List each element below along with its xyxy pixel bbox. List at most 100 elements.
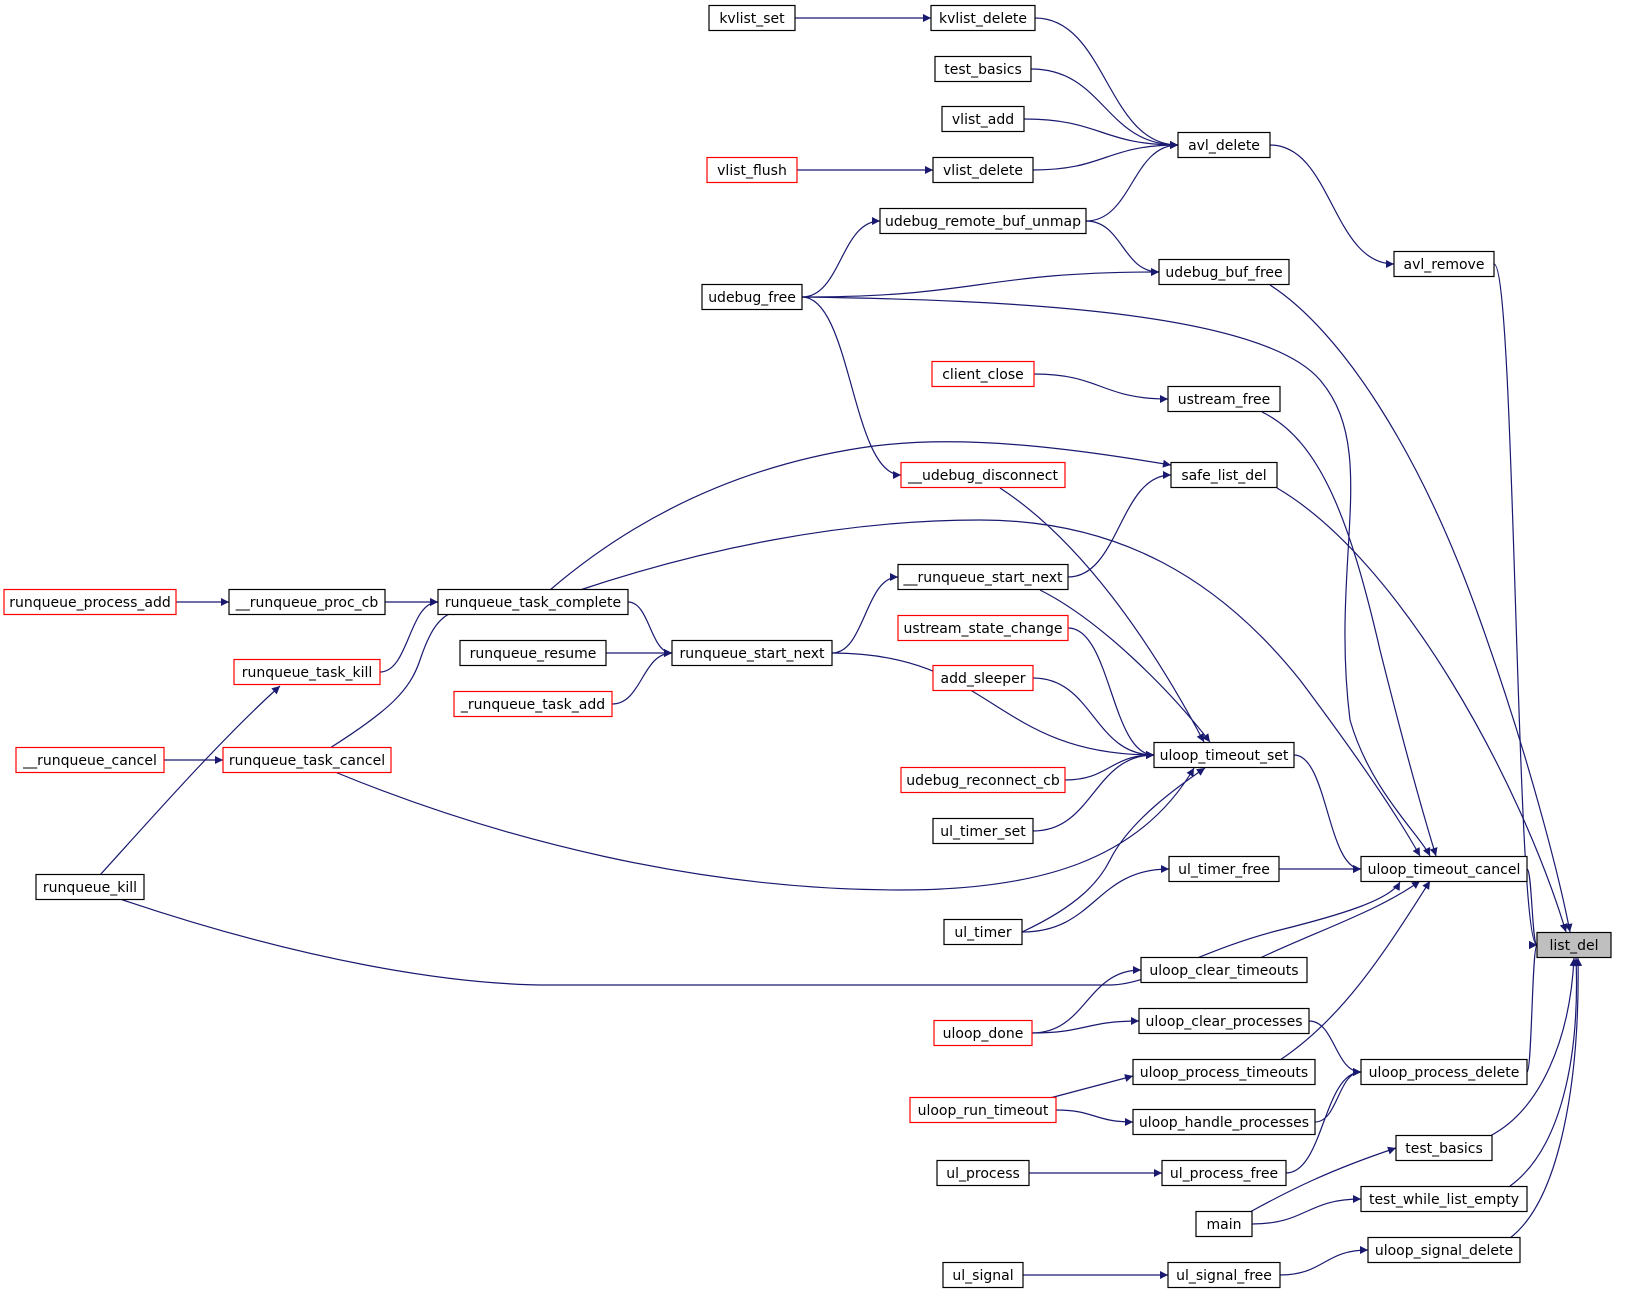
edge-path — [1085, 141, 1179, 222]
call-edge-vlist_add-to-avl_delete — [1023, 118, 1179, 149]
function-node-runqueue-resume[interactable]: runqueue_resume — [459, 639, 607, 667]
node-box — [909, 1096, 1057, 1124]
call-edge-avl_delete-to-avl_remove — [1269, 144, 1395, 268]
function-node-uloop-timeout-set[interactable]: uloop_timeout_set — [1153, 741, 1295, 769]
function-node-ul-process-free[interactable]: ul_process_free — [1161, 1159, 1287, 1187]
function-node-uloop-done[interactable]: uloop_done — [933, 1019, 1033, 1047]
node-box — [706, 156, 798, 184]
function-node-ul-signal[interactable]: ul_signal — [942, 1261, 1024, 1289]
function-node-avl-remove[interactable]: avl_remove — [1393, 250, 1495, 278]
node-label: _runqueue_task_add — [460, 697, 605, 713]
call-edge-ustream_free-to-uloop_timeout_cancel — [1261, 411, 1438, 857]
edge-path — [999, 487, 1205, 743]
node-box — [932, 664, 1034, 692]
function-node-uloop-process-delete[interactable]: uloop_process_delete — [1360, 1058, 1528, 1086]
node-label: main — [1207, 1217, 1242, 1233]
edge-path — [119, 881, 1401, 986]
function-node-ustream-state-change[interactable]: ustream_state_change — [897, 614, 1069, 642]
function-node-vlist-delete[interactable]: vlist_delete — [932, 156, 1034, 184]
function-node-ul-process[interactable]: ul_process — [936, 1159, 1030, 1187]
function-node-avl-delete[interactable]: avl_delete — [1177, 131, 1271, 159]
function-node-runqueue-task-cancel[interactable]: runqueue_task_cancel — [222, 746, 392, 774]
node-box — [1140, 956, 1308, 984]
node-box — [222, 746, 392, 774]
function-node-test-while-list-empty[interactable]: test_while_list_empty — [1360, 1185, 1528, 1213]
node-box — [1395, 1134, 1493, 1162]
function-node-udebug-reconnect-cb[interactable]: udebug_reconnect_cb — [900, 766, 1066, 794]
function-node-vlist-flush[interactable]: vlist_flush — [706, 156, 798, 184]
function-node-add-sleeper[interactable]: add_sleeper — [932, 664, 1034, 692]
node-box — [900, 461, 1066, 489]
function-node-udebug-disconnect[interactable]: __udebug_disconnect — [900, 461, 1066, 489]
function-node-runqueue-cancel[interactable]: __runqueue_cancel — [15, 746, 165, 774]
function-node-test-basics-1[interactable]: test_basics — [934, 55, 1032, 83]
node-box — [3, 588, 177, 616]
call-edge-udebug_remote_buf_unmap-to-udebug_buf_free — [1085, 220, 1160, 276]
call-edge-uloop_handle_processes-to-uloop_process_delete — [1314, 1068, 1362, 1123]
function-node-uloop-handle-processes[interactable]: uloop_handle_processes — [1132, 1108, 1316, 1136]
function-node-runqueue-proc-cb[interactable]: __runqueue_proc_cb — [228, 588, 386, 616]
node-label: ul_signal_free — [1176, 1268, 1272, 1284]
edge-path — [801, 268, 1160, 298]
function-node-runqueue-task-complete[interactable]: runqueue_task_complete — [437, 588, 629, 616]
function-node-uloop-signal-delete[interactable]: uloop_signal_delete — [1367, 1236, 1521, 1264]
function-node-uloop-clear-processes[interactable]: uloop_clear_processes — [1138, 1007, 1310, 1035]
function-node-runqueue-task-add[interactable]: _runqueue_task_add — [453, 690, 613, 718]
function-node-runqueue-task-kill[interactable]: runqueue_task_kill — [233, 658, 381, 686]
call-edge-runqueue_task_cancel-to-runqueue_task_complete — [329, 607, 461, 749]
function-node-ul-signal-free[interactable]: ul_signal_free — [1167, 1261, 1281, 1289]
node-box — [1393, 250, 1495, 278]
node-box — [701, 283, 803, 311]
node-label: kvlist_set — [719, 11, 785, 27]
node-box — [942, 1261, 1024, 1289]
edge-path — [1269, 284, 1573, 933]
call-edge-__runqueue_start_next-to-safe_list_del — [1067, 471, 1172, 578]
function-node-uloop-timeout-cancel[interactable]: uloop_timeout_cancel — [1360, 855, 1528, 883]
node-label: runqueue_task_cancel — [229, 753, 385, 769]
call-edge-uloop_clear_timeouts-to-uloop_timeout_cancel — [1259, 880, 1421, 959]
node-box — [453, 690, 613, 718]
edge-path — [1055, 1109, 1134, 1126]
node-label: ustream_state_change — [904, 621, 1063, 637]
edge-path — [1276, 487, 1568, 933]
function-node-udebug-buf-free[interactable]: udebug_buf_free — [1158, 258, 1290, 286]
function-node-safe-list-del[interactable]: safe_list_del — [1170, 461, 1278, 489]
function-node-kvlist-set[interactable]: kvlist_set — [708, 4, 796, 32]
function-node-test-basics-2[interactable]: test_basics — [1395, 1134, 1493, 1162]
function-node-ul-timer-free[interactable]: ul_timer_free — [1168, 855, 1280, 883]
function-node-main[interactable]: main — [1195, 1210, 1253, 1238]
function-node-client-close[interactable]: client_close — [931, 360, 1035, 388]
node-label: runqueue_task_kill — [242, 665, 373, 681]
call-edge-udebug_free-to-udebug_buf_free — [801, 268, 1160, 298]
function-node-runqueue-start-next[interactable]: runqueue_start_next — [671, 639, 833, 667]
edge-path — [1021, 865, 1170, 933]
node-box — [897, 563, 1069, 591]
function-node-runqueue-kill[interactable]: runqueue_kill — [35, 873, 145, 901]
function-node-vlist-add[interactable]: vlist_add — [941, 105, 1025, 133]
edge-path — [1030, 68, 1179, 149]
call-edge-runqueue_task_cancel-to-uloop_timeout_set — [334, 767, 1195, 891]
function-node-uloop-process-timeouts[interactable]: uloop_process_timeouts — [1132, 1058, 1316, 1086]
edge-path — [1032, 751, 1155, 832]
node-label: uloop_clear_processes — [1145, 1014, 1302, 1030]
function-node-uloop-run-timeout[interactable]: uloop_run_timeout — [909, 1096, 1057, 1124]
function-node-ul-timer-set[interactable]: ul_timer_set — [932, 817, 1034, 845]
node-label: ul_timer — [954, 925, 1011, 941]
node-label: ul_process_free — [1170, 1166, 1278, 1182]
node-label: vlist_flush — [717, 163, 787, 179]
function-node-udebug-free[interactable]: udebug_free — [701, 283, 803, 311]
function-node-ustream-free[interactable]: ustream_free — [1167, 385, 1281, 413]
node-box — [941, 105, 1025, 133]
function-node-runqueue-start-next[interactable]: __runqueue_start_next — [897, 563, 1069, 591]
function-node-kvlist-delete[interactable]: kvlist_delete — [930, 4, 1036, 32]
function-node-udebug-remote-buf-unmap[interactable]: udebug_remote_buf_unmap — [879, 207, 1087, 235]
call-edge-udebug_buf_free-to-list_del — [1269, 284, 1573, 933]
function-node-runqueue-process-add[interactable]: runqueue_process_add — [3, 588, 177, 616]
node-box — [1177, 131, 1271, 159]
call-edge-uloop_done-to-uloop_clear_processes — [1031, 1017, 1140, 1034]
function-node-list-del[interactable]: list_del — [1536, 931, 1612, 959]
function-node-uloop-clear-timeouts[interactable]: uloop_clear_timeouts — [1140, 956, 1308, 984]
edge-path — [1067, 471, 1172, 578]
function-node-ul-timer[interactable]: ul_timer — [943, 918, 1023, 946]
